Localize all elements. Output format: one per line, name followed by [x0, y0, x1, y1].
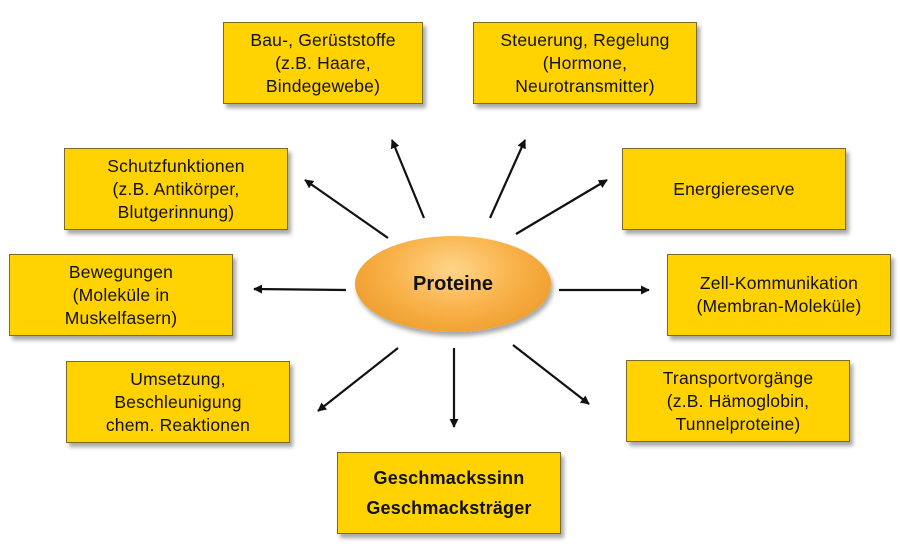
box-movement: Bewegungen (Moleküle in Muskelfasern): [9, 254, 233, 336]
box-structure: Bau-, Gerüststoffe (z.B. Haare, Bindegew…: [223, 22, 423, 104]
arrow-to-catalysis: [317, 347, 399, 412]
box-energy: Energiereserve: [622, 148, 846, 230]
arrow-to-energy: [515, 179, 608, 235]
arrow-to-structure: [390, 139, 426, 219]
arrow-to-movement: [253, 284, 347, 294]
box-transport: Transportvorgänge (z.B. Hämoglobin, Tunn…: [626, 360, 850, 442]
center-node-proteine: Proteine: [355, 236, 551, 332]
arrow-to-regulation: [488, 139, 527, 219]
arrow-to-protection: [304, 179, 389, 239]
box-protection: Schutzfunktionen (z.B. Antikörper, Blutg…: [64, 148, 288, 230]
center-label: Proteine: [412, 272, 494, 295]
arrow-to-transport: [512, 344, 590, 405]
box-communication: Zell-Kommunikation (Membran-Moleküle): [667, 254, 891, 336]
box-catalysis: Umsetzung, Beschleunigung chem. Reaktion…: [66, 361, 290, 443]
box-taste: Geschmackssinn Geschmacksträger: [337, 452, 561, 534]
box-regulation: Steuerung, Regelung (Hormone, Neurotrans…: [473, 22, 697, 104]
